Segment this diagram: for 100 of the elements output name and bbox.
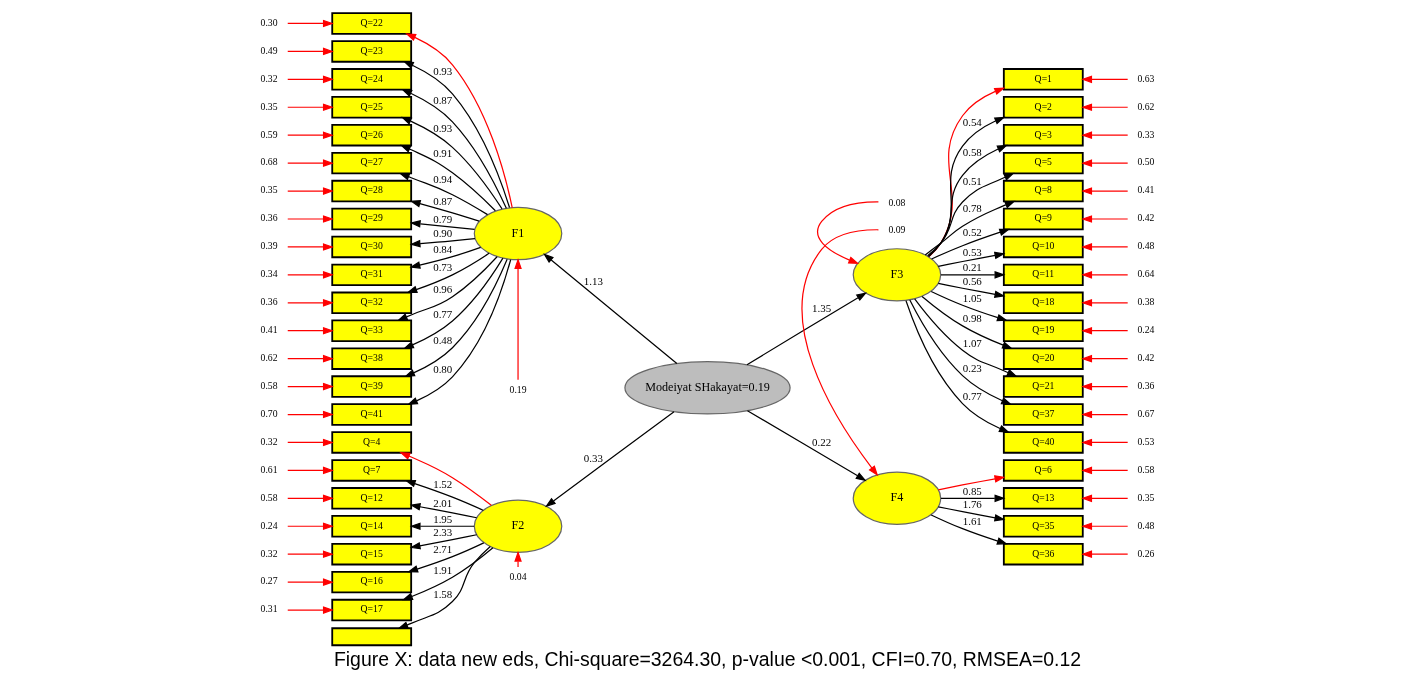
edge-label: 1.07 [962, 336, 982, 349]
arrow [409, 534, 478, 550]
arrow [406, 259, 512, 405]
arrow [287, 326, 334, 335]
node-box: Q=12 [331, 487, 413, 510]
arrow [928, 116, 1006, 258]
arrow [1081, 215, 1129, 223]
node-box: Q=9 [1002, 207, 1084, 231]
edge-label: 1.52 [433, 477, 453, 490]
arrow [404, 480, 484, 511]
node-box: Q=7 [331, 459, 413, 482]
edge-label: 0.91 [433, 147, 453, 160]
node-box: Q=40 [1002, 431, 1084, 454]
node-box: Q=6 [1002, 459, 1084, 482]
arrow [287, 382, 334, 391]
edge-label: 1.13 [583, 274, 603, 287]
arrow [287, 298, 334, 307]
arrow [287, 578, 334, 586]
arrow [927, 144, 1008, 257]
edge-label: 0.51 [962, 175, 982, 188]
edge-label: 0.77 [433, 307, 453, 320]
arrow [1081, 438, 1129, 447]
node-box: Q=29 [331, 207, 413, 231]
node-box: Q=8 [1002, 179, 1084, 203]
arrow [405, 33, 513, 209]
arrow [400, 116, 503, 210]
edge-label: 0.93 [433, 64, 453, 77]
node-box: Q=36 [1002, 542, 1084, 566]
arrow [514, 258, 522, 381]
arrow [287, 75, 334, 84]
edge-label: 1.05 [962, 291, 982, 304]
arrow [287, 187, 334, 195]
arrow [409, 220, 476, 230]
edge-label: 0.87 [433, 93, 453, 106]
arrow [937, 475, 1006, 491]
node-box: Q=21 [1002, 375, 1084, 398]
arrow [409, 503, 478, 519]
node-text: 0.41 [260, 324, 278, 336]
node-box: Q=1 [1002, 68, 1084, 91]
node-text: 0.49 [260, 44, 278, 56]
node-text: 0.64 [1137, 268, 1155, 280]
edge-label: 0.98 [962, 312, 982, 325]
node-text: 0.35 [1137, 491, 1155, 503]
edge-label: 1.91 [433, 563, 453, 576]
edge-label: 0.77 [962, 390, 982, 403]
node-text: 0.58 [1137, 463, 1155, 475]
edge-label: 0.56 [962, 274, 982, 287]
node-text: 0.42 [1137, 212, 1155, 224]
arrow [287, 103, 334, 112]
edge-label: 1.95 [433, 512, 453, 525]
edge-label: 1.58 [433, 588, 453, 601]
node-box: Q=26 [331, 123, 413, 147]
arrow [402, 547, 494, 601]
node-text: 0.36 [1137, 379, 1155, 391]
arrow [940, 271, 1006, 279]
arrow [1081, 243, 1129, 251]
arrow [1081, 103, 1129, 112]
node-text: 0.42 [1137, 351, 1155, 363]
node-text: 0.27 [260, 575, 278, 587]
edge-label: 0.23 [962, 362, 982, 375]
arrow [937, 282, 1006, 299]
node-text: 0.19 [509, 383, 527, 395]
node-text: 0.53 [1137, 435, 1155, 447]
arrow [931, 228, 1011, 260]
arrow [544, 411, 675, 508]
arrow [1081, 326, 1129, 335]
node-text: 0.38 [1137, 296, 1155, 308]
arrow [402, 61, 511, 209]
node-text: 0.58 [260, 491, 278, 503]
node-text: 0.68 [260, 156, 278, 168]
node-text: 0.48 [1137, 519, 1155, 531]
node-box: Q=33 [331, 319, 413, 342]
arrow [287, 522, 334, 531]
arrow [817, 201, 879, 265]
node-text: 0.62 [260, 351, 278, 363]
node-box [331, 627, 413, 647]
edge-label: 0.33 [583, 452, 603, 465]
edge-label: 1.61 [962, 515, 982, 528]
edge-label: 0.85 [962, 484, 982, 497]
arrow [924, 200, 1016, 256]
arrow [1081, 131, 1129, 140]
edge-label: 1.76 [962, 498, 982, 511]
edge-label: 0.87 [433, 194, 453, 207]
node-text: 0.61 [260, 463, 278, 475]
arrow [914, 298, 1018, 377]
arrow [402, 257, 504, 349]
node-text: 0.24 [260, 519, 278, 531]
arrow [930, 290, 1008, 322]
node-text: 0.36 [260, 212, 278, 224]
edge-label: 0.93 [433, 121, 453, 134]
edge-label: 0.22 [812, 436, 832, 449]
edge-label: 0.90 [433, 227, 453, 240]
node-text: 0.24 [1137, 324, 1155, 336]
node-text: 0.04 [509, 570, 527, 582]
node-box: Q=37 [1002, 403, 1084, 426]
edge-label: 0.78 [962, 201, 982, 214]
node-box: Q=24 [331, 68, 413, 91]
node-box: Q=16 [331, 570, 413, 594]
edge-label: 2.71 [433, 543, 453, 556]
edge-label: 2.33 [433, 526, 453, 539]
